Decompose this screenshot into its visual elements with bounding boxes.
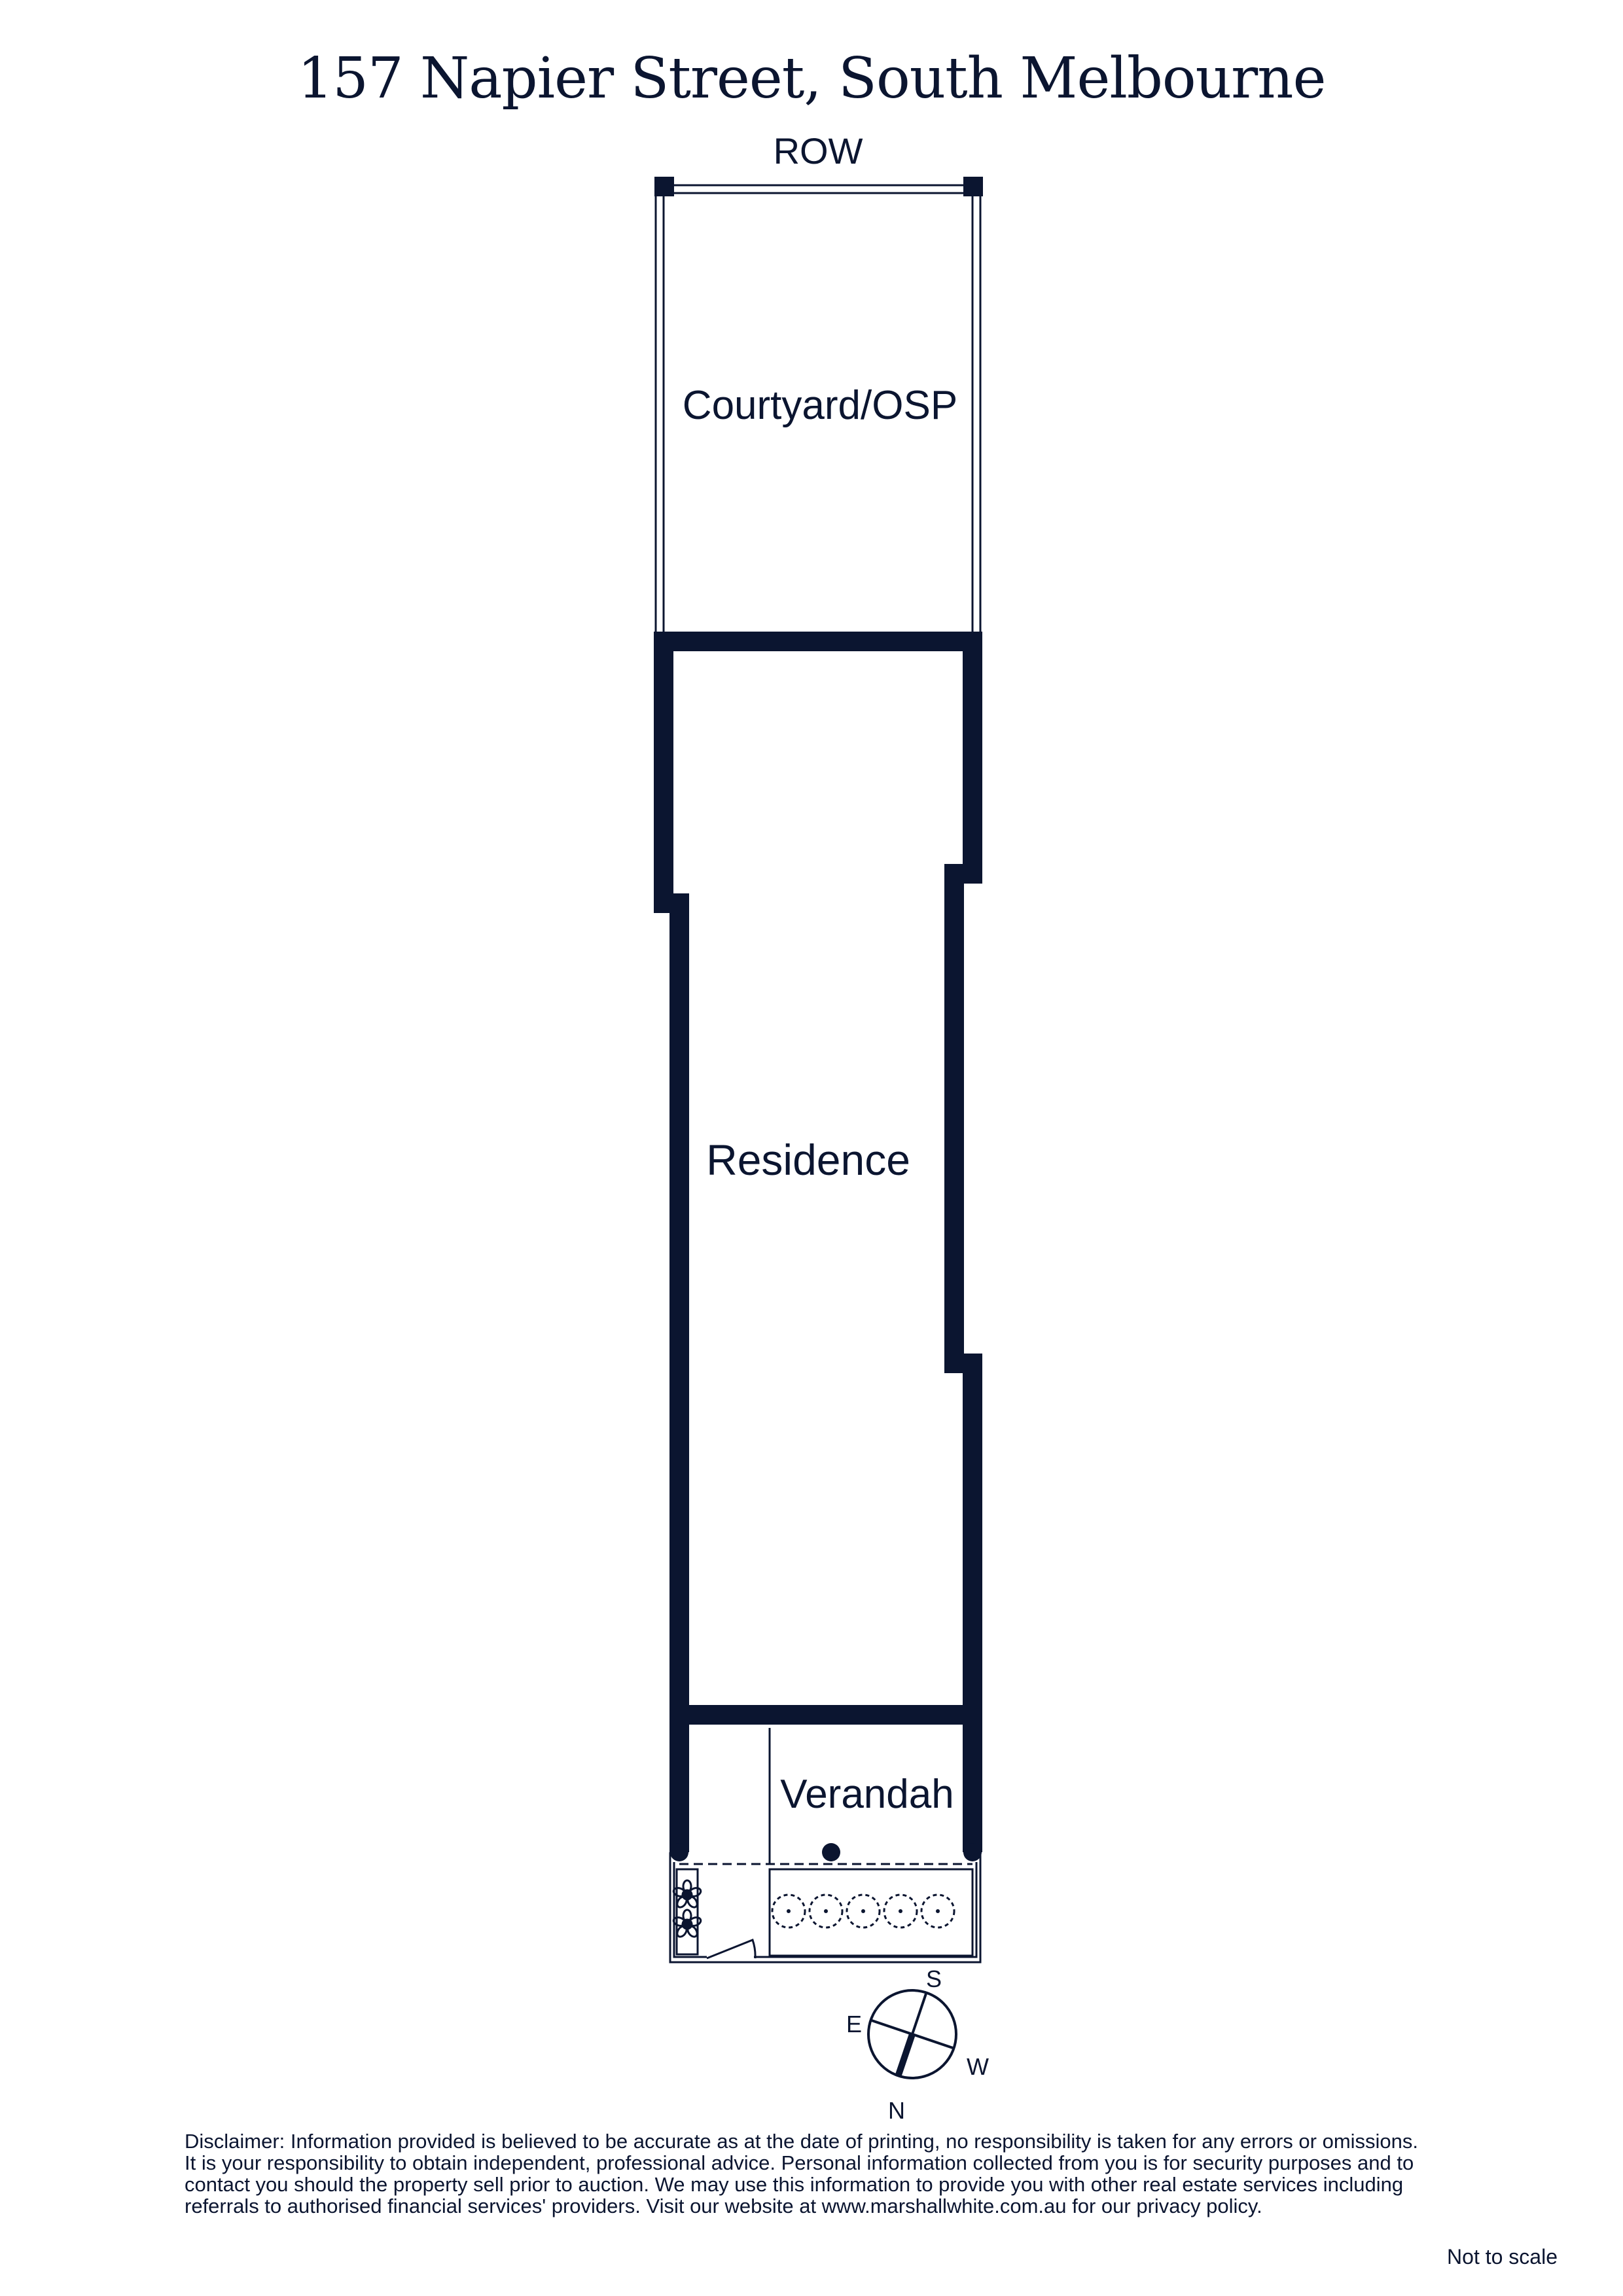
scale-note: Not to scale — [1447, 2245, 1558, 2269]
shrub-icon — [771, 1893, 955, 1929]
courtyard-label: Courtyard/OSP — [683, 383, 957, 428]
gate-post-left — [654, 177, 674, 196]
residence-walls — [654, 632, 982, 1725]
residence-label: Residence — [706, 1136, 910, 1184]
disclaimer-text: Disclaimer: Information provided is beli… — [185, 2130, 1419, 2217]
verandah-label: Verandah — [780, 1772, 954, 1817]
gate-post-right — [963, 177, 983, 196]
plan-title: 157 Napier Street, South Melbourne — [297, 46, 1327, 111]
verandah-post-centre — [822, 1843, 840, 1861]
compass-north: N — [888, 2097, 905, 2124]
front-garden — [669, 1852, 982, 1964]
courtyard-boundary — [654, 184, 982, 635]
compass-west: W — [967, 2053, 989, 2080]
compass-east: E — [846, 2011, 862, 2037]
row-label: ROW — [774, 130, 863, 171]
compass-south: S — [926, 1965, 942, 1992]
verandah-post-left — [670, 1843, 688, 1861]
verandah-walls — [669, 1715, 982, 1852]
shrub-centres — [787, 1909, 940, 1913]
flower-plant-icon — [672, 1879, 702, 1938]
verandah-post-right — [963, 1843, 982, 1861]
compass-icon — [867, 1989, 957, 2079]
